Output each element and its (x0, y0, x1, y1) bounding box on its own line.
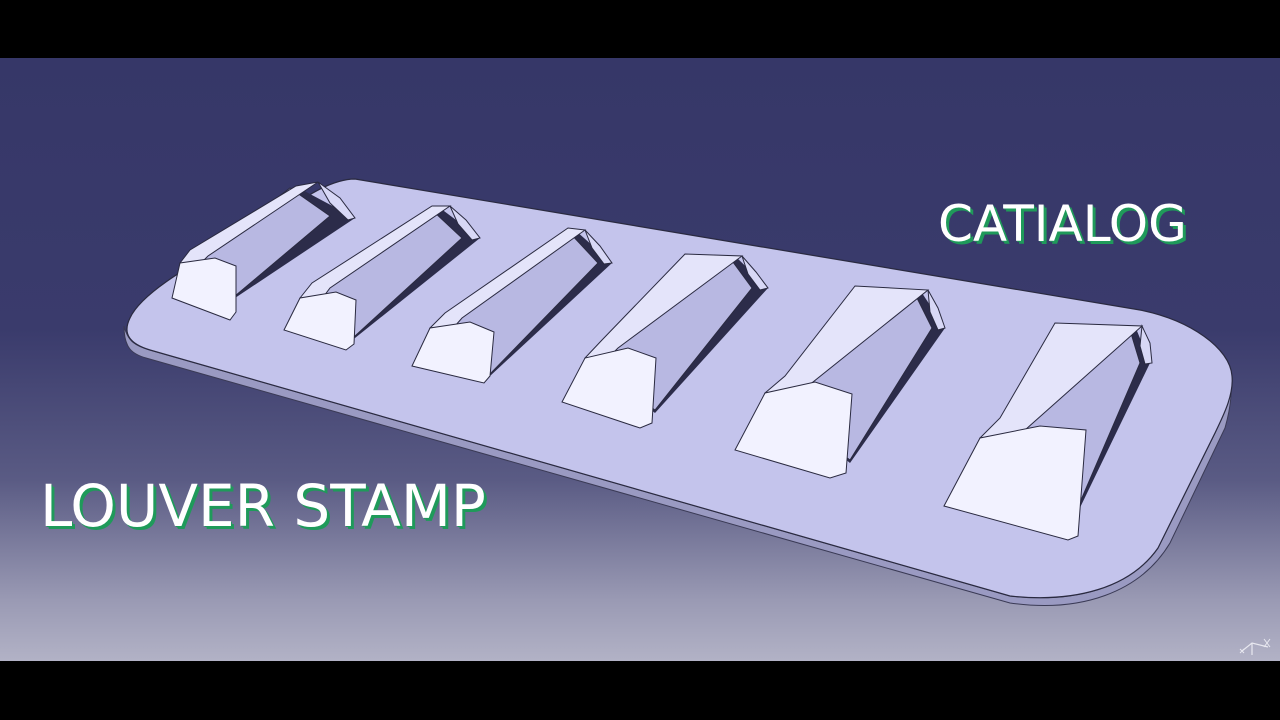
louver-5[interactable] (734, 285, 946, 479)
feature-title: LOUVER STAMP (40, 472, 486, 540)
louver-2[interactable] (283, 205, 481, 351)
brand-title: CATIALOG (938, 195, 1187, 253)
cad-3d-viewport[interactable]: CATIALOG LOUVER STAMP (0, 58, 1280, 661)
louver-3[interactable] (411, 227, 613, 384)
louver-6[interactable] (943, 322, 1153, 541)
3d-axis-compass-icon[interactable] (1238, 633, 1274, 657)
sheet-metal-plate-model[interactable] (0, 58, 1280, 661)
louver-1[interactable] (171, 181, 356, 321)
louver-4[interactable] (561, 253, 769, 429)
